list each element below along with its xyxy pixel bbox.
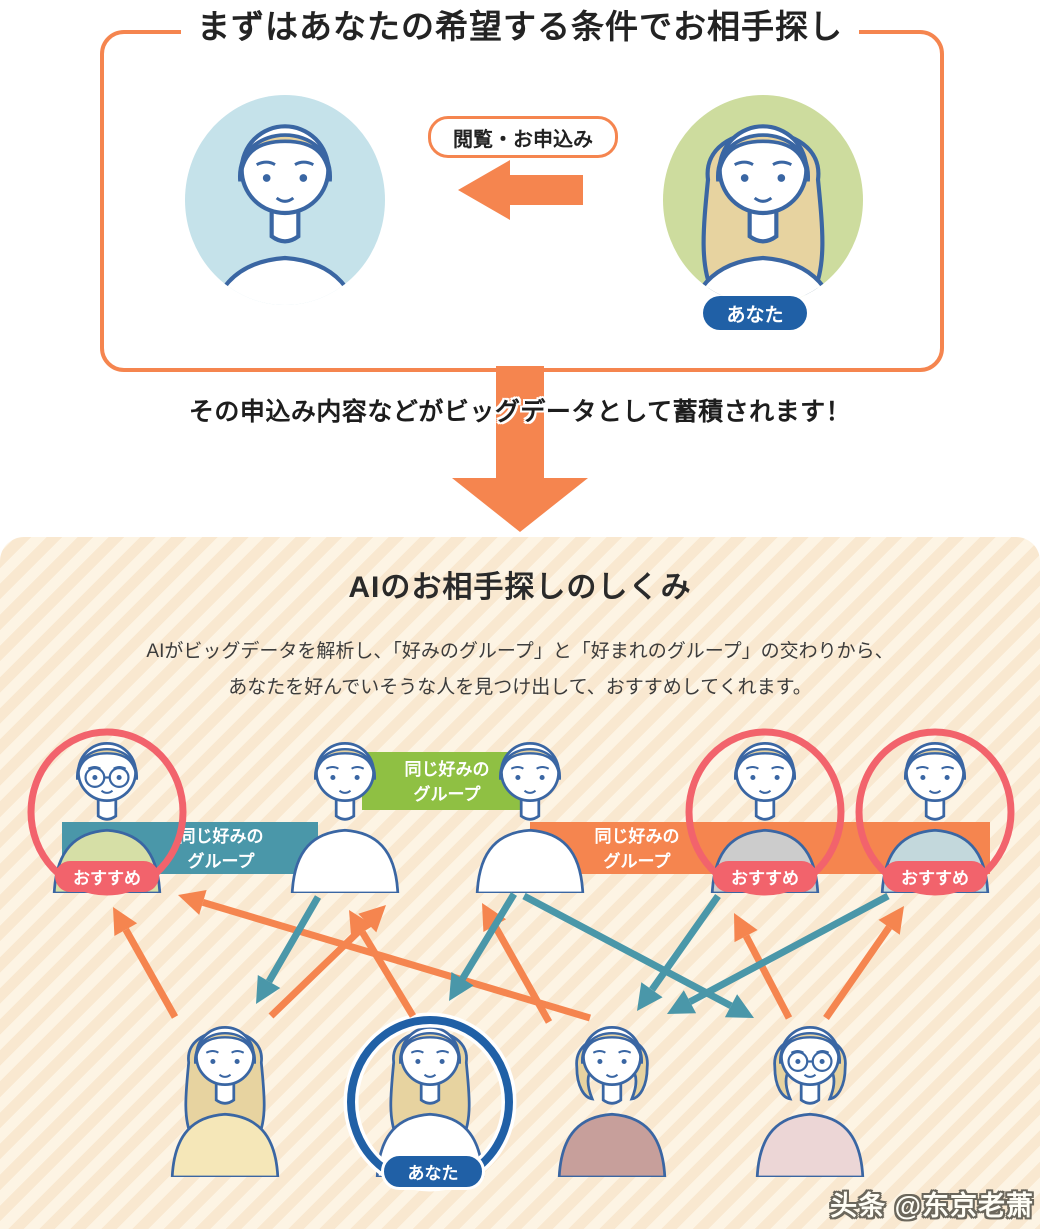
recommend-badge-3: おすすめ bbox=[883, 861, 987, 892]
recommend-badge-2: おすすめ bbox=[713, 861, 817, 892]
browse-apply-label: 閲覧・お申込み bbox=[453, 128, 593, 151]
you-woman-portrait bbox=[663, 95, 863, 305]
you-badge-bottom: あなた bbox=[381, 1153, 485, 1190]
arrow-left-icon bbox=[458, 160, 583, 220]
watermark: 头条 @东京老萧 bbox=[830, 1191, 1034, 1221]
group-banner-orange-label: 同じ好みの グループ bbox=[594, 827, 680, 871]
browse-apply-badge: 閲覧・お申込み bbox=[428, 116, 618, 158]
candidate-avatar-3-man bbox=[464, 728, 596, 895]
ai-description-line2: あなたを好んでいそうな人を見つけ出して、おすすめしてくれます。 bbox=[228, 677, 812, 698]
you-badge-top: あなた bbox=[703, 296, 807, 330]
group-banner-green-label: 同じ好みの グループ bbox=[404, 760, 490, 804]
member-avatar-3-woman bbox=[546, 1012, 678, 1179]
member-avatar-1-woman bbox=[159, 1012, 291, 1179]
bigdata-caption: その申込み内容などがビッグデータとして蓄積されます！ bbox=[188, 398, 852, 426]
member-avatar-4-woman-glasses bbox=[744, 1012, 876, 1179]
you-label: あなた bbox=[726, 304, 784, 326]
hero-title: まずはあなたの希望する条件でお相手探し bbox=[181, 4, 859, 50]
woman-avatar-icon bbox=[663, 101, 863, 305]
recommend-badge-1: おすすめ bbox=[55, 861, 159, 892]
candidate-avatar-2-man bbox=[279, 728, 411, 895]
ai-description-line1: AIがビッグデータを解析し、「好みのグループ」と「好まれのグループ」の交わりから… bbox=[146, 641, 894, 662]
ai-section-title: AIのお相手探しのしくみ bbox=[348, 571, 692, 604]
arrow-down-icon bbox=[452, 366, 588, 532]
group-banner-teal-label: 同じ好みの グループ bbox=[178, 827, 264, 871]
candidate-man-portrait bbox=[185, 95, 385, 305]
man-avatar-icon bbox=[185, 101, 385, 305]
